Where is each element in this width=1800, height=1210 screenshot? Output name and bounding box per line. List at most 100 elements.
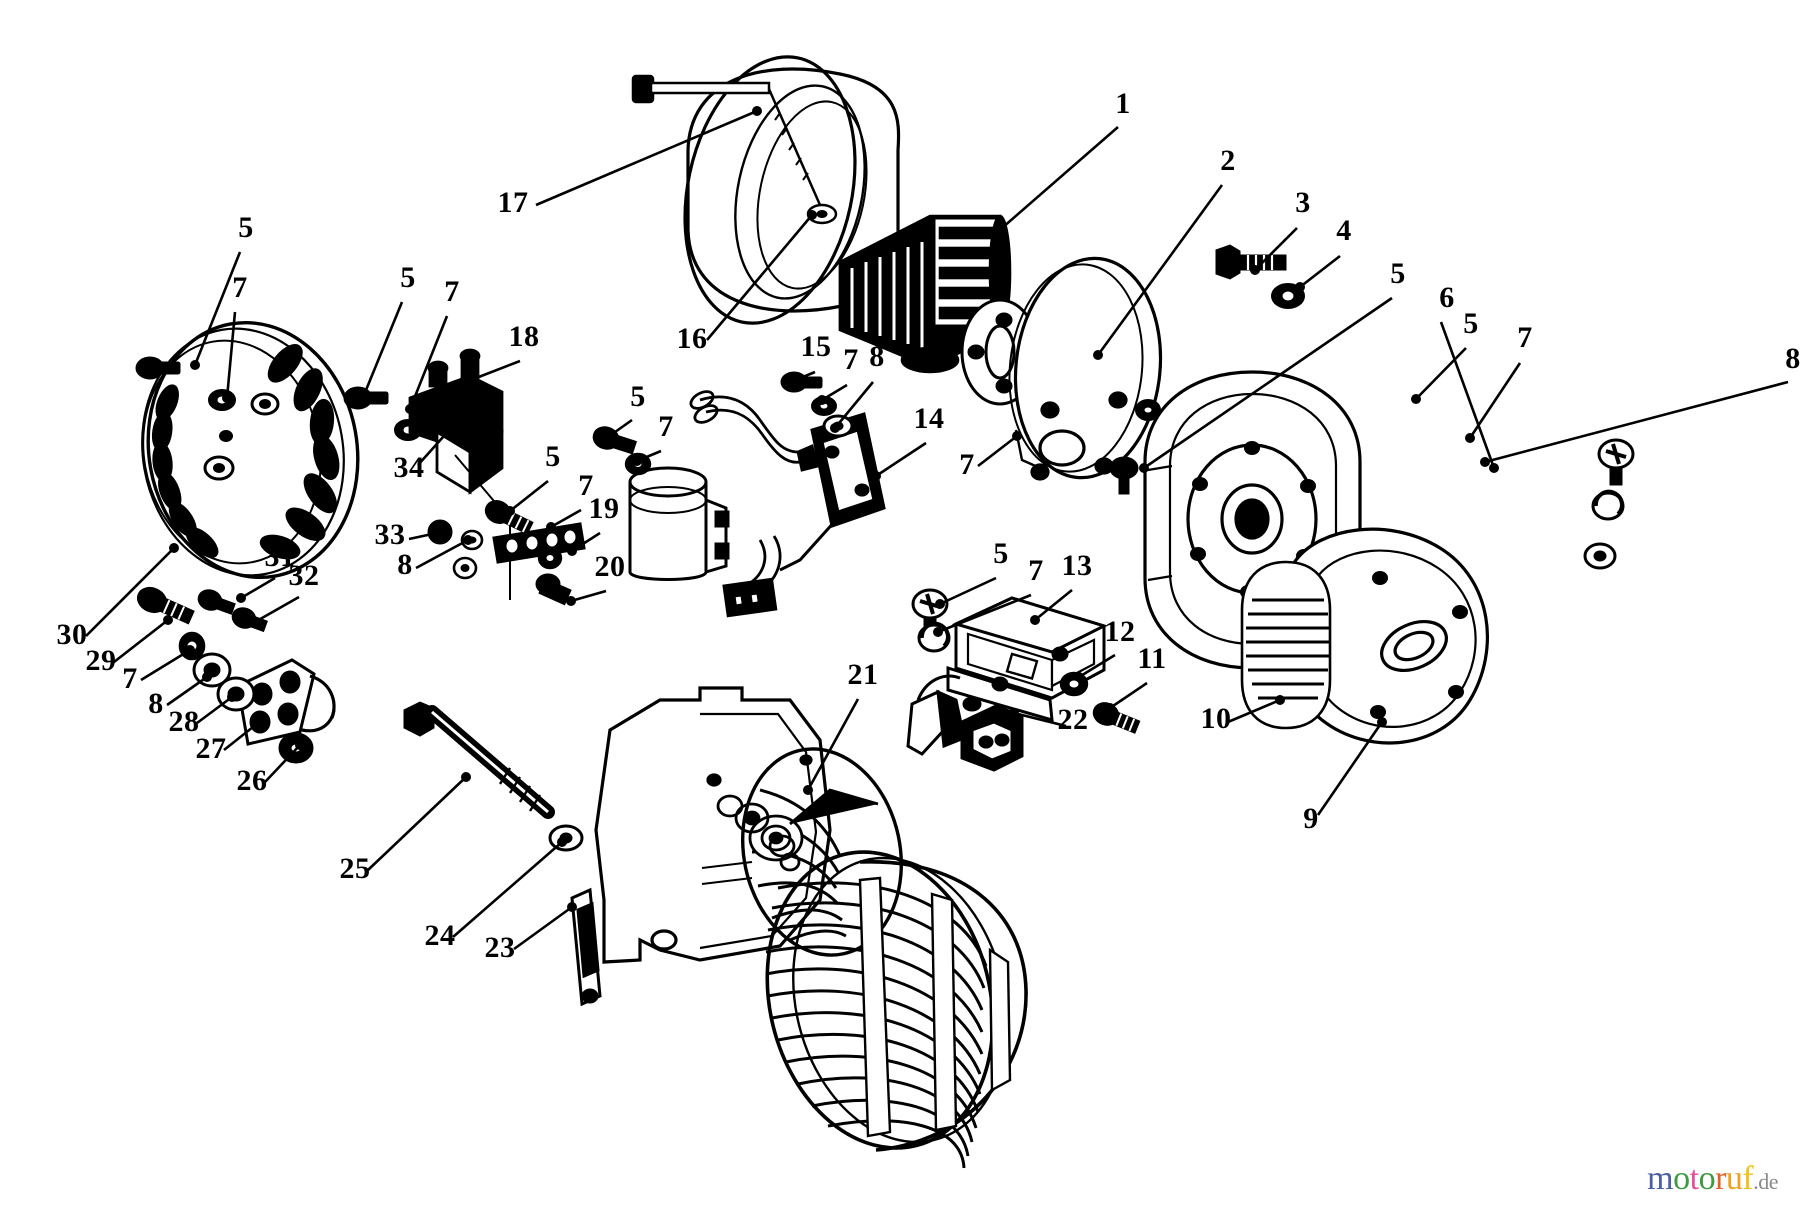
callout-number: 5 (400, 261, 416, 294)
callout-number: 8 (148, 687, 164, 720)
part-capacitor-19 (628, 466, 730, 581)
callout-24: 24 (425, 837, 567, 952)
callout-number: 5 (630, 380, 646, 413)
callout-number: 7 (658, 410, 674, 443)
part-internal-fan (740, 747, 904, 957)
callout-leader-line (1078, 653, 1116, 679)
callout-31: 31 (236, 540, 295, 603)
callout-leader-line (1034, 588, 1073, 622)
part-connector-22 (906, 674, 1024, 772)
callout-leader-dot (1093, 350, 1103, 360)
callout-5: 5 (1139, 257, 1406, 473)
callout-leader-dot (803, 785, 813, 795)
callout-number: 8 (397, 548, 413, 581)
callout-number: 21 (848, 658, 879, 691)
callout-leader-dot (1105, 703, 1115, 713)
callout-leader-dot (295, 740, 305, 750)
callout-leader-line (509, 479, 549, 513)
callout-leader-dot (359, 390, 369, 400)
callout-leader-line (1484, 380, 1789, 464)
callout-leader-dot (463, 535, 473, 545)
callout-number: 7 (1517, 321, 1533, 354)
callout-leader-dot (1465, 433, 1475, 443)
callout-leader-dot (461, 772, 471, 782)
callout-leader-line (140, 648, 191, 682)
callout-number: 29 (86, 644, 117, 677)
callout-leader-dot (202, 672, 212, 682)
callout-leader-line (470, 359, 521, 382)
part-strap-23 (570, 887, 602, 1007)
callout-14: 14 (871, 402, 944, 481)
callout-leader-dot (163, 615, 173, 625)
callout-leader-dot (1139, 463, 1149, 473)
callout-leader-line (196, 695, 233, 725)
callout-leader-line (833, 381, 875, 429)
callout-leader-line (550, 508, 582, 529)
callout-25: 25 (340, 772, 471, 885)
callout-number: 28 (169, 705, 200, 738)
callout-21: 21 (803, 658, 879, 795)
callout-leader-dot (1295, 282, 1305, 292)
part-stator-coil-assembly (765, 850, 1028, 1169)
part-brush-holder-27 (236, 658, 336, 764)
callout-number: 5 (1463, 307, 1479, 340)
part-flywheel-fan-30 (141, 320, 360, 580)
callout-leader-dot (169, 543, 179, 553)
callout-leader-dot (227, 692, 237, 702)
callout-20: 20 (566, 550, 626, 606)
callout-number: 15 (801, 330, 832, 363)
part-bracket-20 (492, 522, 586, 606)
callout-5: 5 (935, 537, 1008, 609)
callout-2: 2 (1093, 144, 1235, 360)
callout-leader-dot (505, 506, 515, 516)
part-through-bolt-24 (403, 701, 584, 852)
callout-leader-line (166, 675, 208, 707)
watermark-letter-t: t (1689, 1160, 1699, 1197)
callout-7: 7 (546, 469, 594, 532)
callout-number: 23 (485, 931, 516, 964)
callout-7: 7 (632, 410, 674, 466)
callout-number: 26 (237, 764, 268, 797)
part-rectifier-14 (722, 412, 886, 618)
fastener-3-4 (1215, 244, 1305, 309)
callout-leader-line (535, 109, 758, 207)
callout-leader-dot (253, 718, 263, 728)
callout-leader-line (223, 721, 259, 752)
callout-number: 7 (232, 271, 248, 304)
callout-number: 10 (1201, 702, 1232, 735)
callout-leader-dot (793, 374, 803, 384)
callout-leader-line (513, 905, 573, 951)
callout-9: 9 (1303, 717, 1387, 835)
callout-leader-dot (603, 432, 613, 442)
callout-number: 12 (1105, 615, 1136, 648)
part-rotor-disc-2 (1008, 256, 1163, 481)
part-rotor-winding-1 (838, 214, 1012, 374)
callout-leader-line (254, 595, 300, 624)
callout-leader-line (706, 214, 813, 341)
callout-number: 7 (843, 343, 859, 376)
callout-leader-dot (1012, 431, 1022, 441)
callout-number: 7 (578, 469, 594, 502)
watermark-letter-o2: o (1698, 1160, 1716, 1197)
callout-7: 7 (959, 431, 1022, 481)
callout-4: 4 (1295, 214, 1351, 292)
callout-8: 8 (148, 672, 212, 720)
callout-number: 24 (425, 919, 456, 952)
callout-number: 17 (498, 186, 529, 219)
callout-number: 5 (1390, 257, 1406, 290)
callout-number: 20 (595, 550, 626, 583)
callout-13: 13 (1030, 549, 1092, 625)
callout-7: 7 (122, 645, 195, 695)
callout-6: 6 (1439, 281, 1499, 473)
callout-34: 34 (394, 422, 457, 484)
callout-number: 7 (1028, 554, 1044, 587)
callout-leader-line (1227, 698, 1281, 724)
callout-leader-dot (557, 837, 567, 847)
callout-leader-dot (405, 404, 415, 414)
callout-3: 3 (1250, 186, 1310, 275)
callout-leader-dot (807, 210, 817, 220)
callout-7: 7 (817, 343, 859, 405)
